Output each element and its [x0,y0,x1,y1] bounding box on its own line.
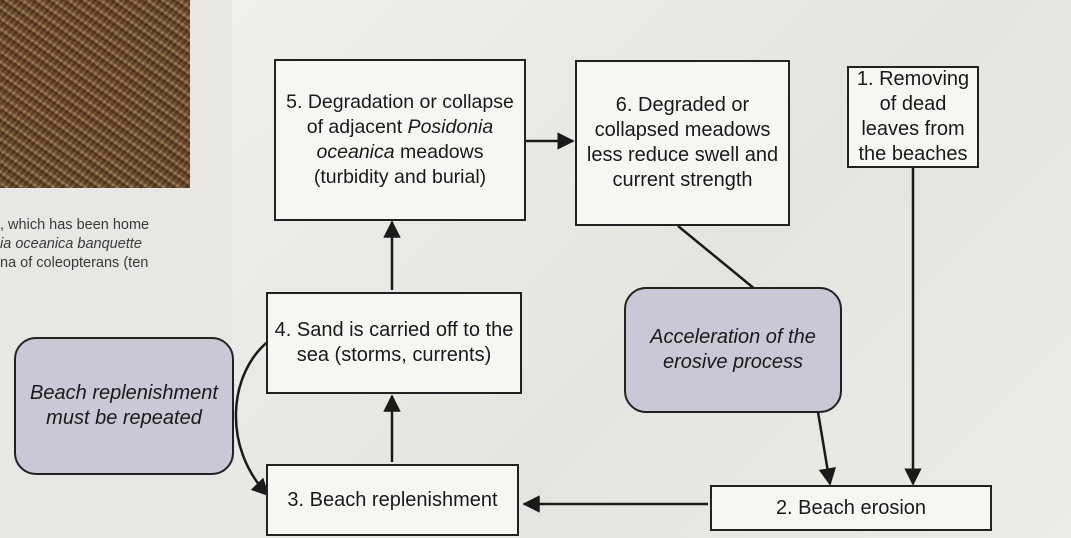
node-2-beach-erosion: 2. Beach erosion [710,485,992,531]
node-1-label: 1. Removing of dead leaves from the beac… [856,68,970,165]
caption-line-3: na of coleopterans (ten [0,255,149,271]
arrow-repeat-loop [234,339,271,497]
node-3-beach-replenishment: 3. Beach replenishment [266,464,519,536]
node-5-meadow-degradation: 5. Degradation or collapse of adjacent P… [274,59,526,221]
acceleration-erosive-process: Acceleration of the erosive process [624,287,842,413]
node-4-label: 4. Sand is carried off to the sea (storm… [274,319,514,366]
caption-line-2: ia oceanica banquette [0,236,142,252]
node-6-label: 6. Degraded or collapsed meadows less re… [586,94,779,191]
acceleration-label: Acceleration of the erosive process [650,326,816,373]
node-5-label-start: 5. Degradation or collapse of adjacent [286,91,514,138]
node-5-label-end: meadows (turbidity and burial) [313,141,487,188]
repeat-label: Beach replenishment must be repeated [30,382,218,429]
posidonia-banquette-photo [0,0,190,188]
node-5-species: Posidonia oceanica [316,116,494,163]
arrow-acceleration-to-n2 [816,411,837,486]
node-5-label: 5. Degradation or collapse of adjacent P… [282,90,518,190]
connector-n6-to-acceleration [677,225,757,291]
node-6-degraded-meadows: 6. Degraded or collapsed meadows less re… [575,60,790,226]
node-1-removing-dead-leaves: 1. Removing of dead leaves from the beac… [847,66,979,168]
node-4-sand-carried-off: 4. Sand is carried off to the sea (storm… [266,292,522,394]
node-2-label: 2. Beach erosion [775,496,927,519]
node-3-label: 3. Beach replenishment [287,488,498,511]
caption-line-1: , which has been home [0,217,150,233]
photo-caption: , which has been home ia oceanica banque… [0,216,250,273]
beach-replenishment-repeated: Beach replenishment must be repeated [14,337,234,475]
